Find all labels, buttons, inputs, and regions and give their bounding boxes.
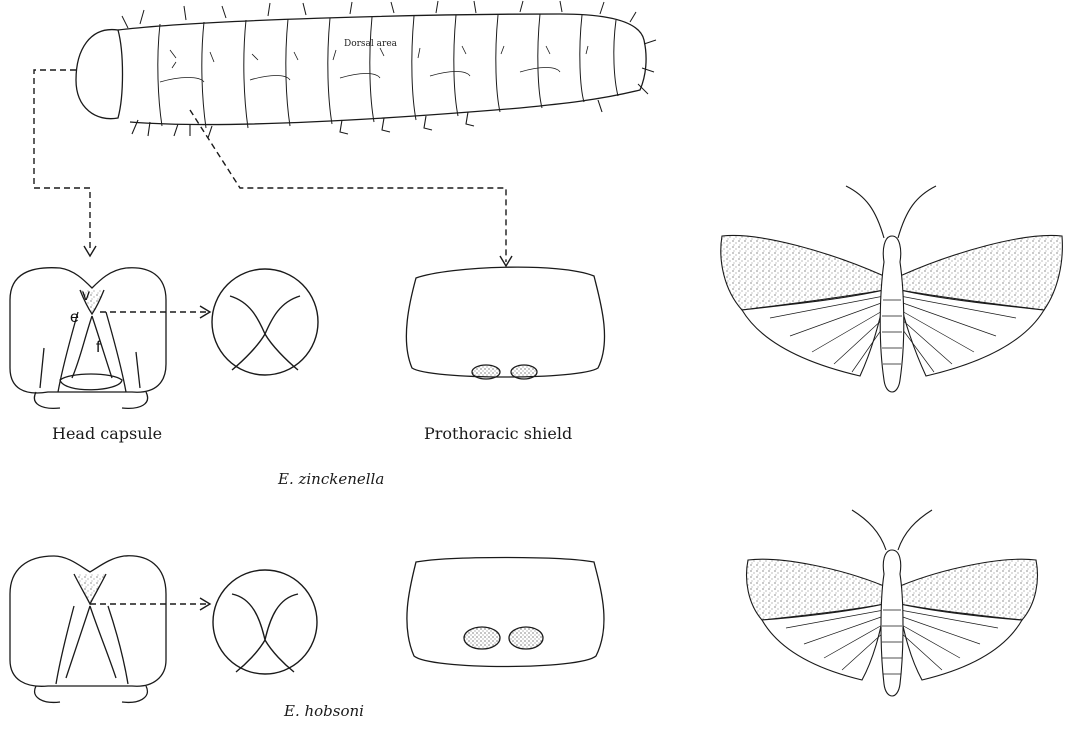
species-label-zinckenella: E. zinckenella (278, 470, 384, 488)
head-label-v: v (82, 287, 90, 304)
adult-moth-hobsoni (747, 510, 1038, 696)
epicranial-suture-detail-1 (212, 269, 318, 375)
adult-moth-zinckenella (721, 186, 1063, 392)
prothoracic-shield-caption: Prothoracic shield (424, 424, 572, 443)
larva-body-outline (118, 14, 646, 125)
head-capsule-hobsoni (10, 556, 166, 703)
head-label-f: f (96, 339, 101, 356)
moth1-body (880, 236, 904, 392)
larva-illustration (76, 1, 656, 138)
larva-markings (160, 46, 588, 82)
prothoracic-shield-zinckenella (406, 267, 604, 379)
dorsal-area-label: Dorsal area (344, 39, 398, 49)
prothoracic-shield-hobsoni (407, 558, 604, 667)
head-capsule-caption: Head capsule (52, 424, 162, 443)
connector-head (34, 70, 90, 252)
larva-segments (158, 14, 618, 128)
dashed-connectors (34, 70, 506, 604)
species-label-hobsoni: E. hobsoni (284, 702, 364, 720)
epicranial-suture-detail-2 (213, 570, 317, 674)
connector-shield (190, 110, 506, 262)
head-label-e: e (70, 309, 79, 326)
larva-head (76, 30, 123, 119)
